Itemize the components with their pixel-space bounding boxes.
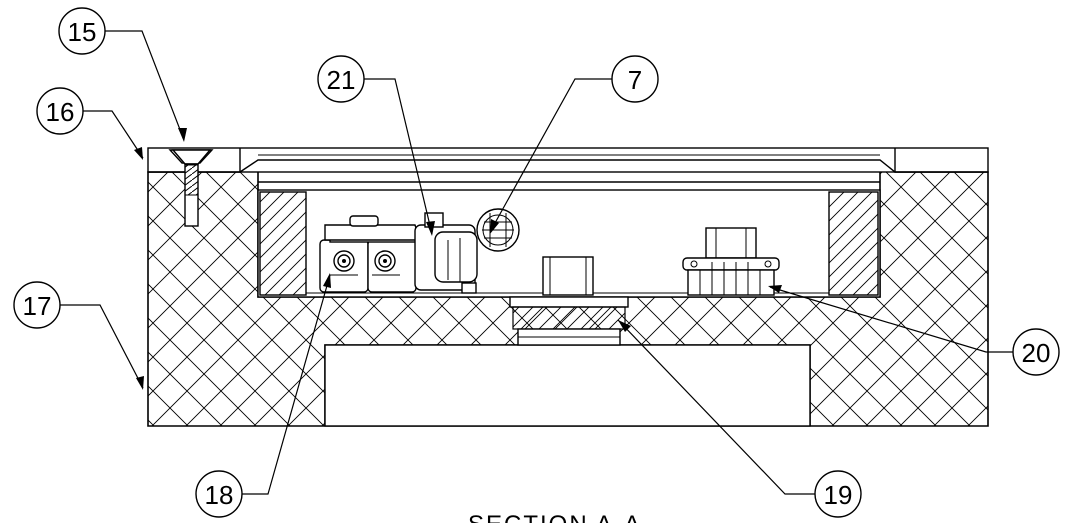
callout-18-label: 18 — [205, 480, 234, 510]
housing-section — [147, 147, 989, 427]
countersunk-screw — [171, 149, 212, 227]
leader-arrowheads — [134, 128, 782, 390]
callout-16-label: 16 — [46, 97, 75, 127]
section-caption: SECTION A-A — [468, 511, 642, 523]
callout-20-label: 20 — [1022, 338, 1051, 368]
callout-20: 20 — [1012, 328, 1060, 376]
cable-gland — [476, 208, 520, 252]
callout-7: 7 — [611, 55, 659, 103]
callout-21-label: 21 — [327, 65, 356, 95]
callout-21: 21 — [317, 55, 365, 103]
callout-17-label: 17 — [23, 291, 52, 321]
callout-7-label: 7 — [628, 65, 642, 95]
callout-19: 19 — [814, 470, 862, 518]
terminal-block — [319, 215, 421, 293]
center-connector — [509, 256, 629, 346]
callout-16: 16 — [36, 87, 84, 135]
callout-15: 15 — [58, 7, 106, 55]
callout-19-label: 19 — [824, 480, 853, 510]
callout-17: 17 — [13, 281, 61, 329]
board-connector — [682, 227, 780, 296]
leader-lines — [60, 30, 1013, 495]
callout-15-label: 15 — [68, 17, 97, 47]
callout-18: 18 — [195, 470, 243, 518]
relay-component — [414, 212, 478, 294]
